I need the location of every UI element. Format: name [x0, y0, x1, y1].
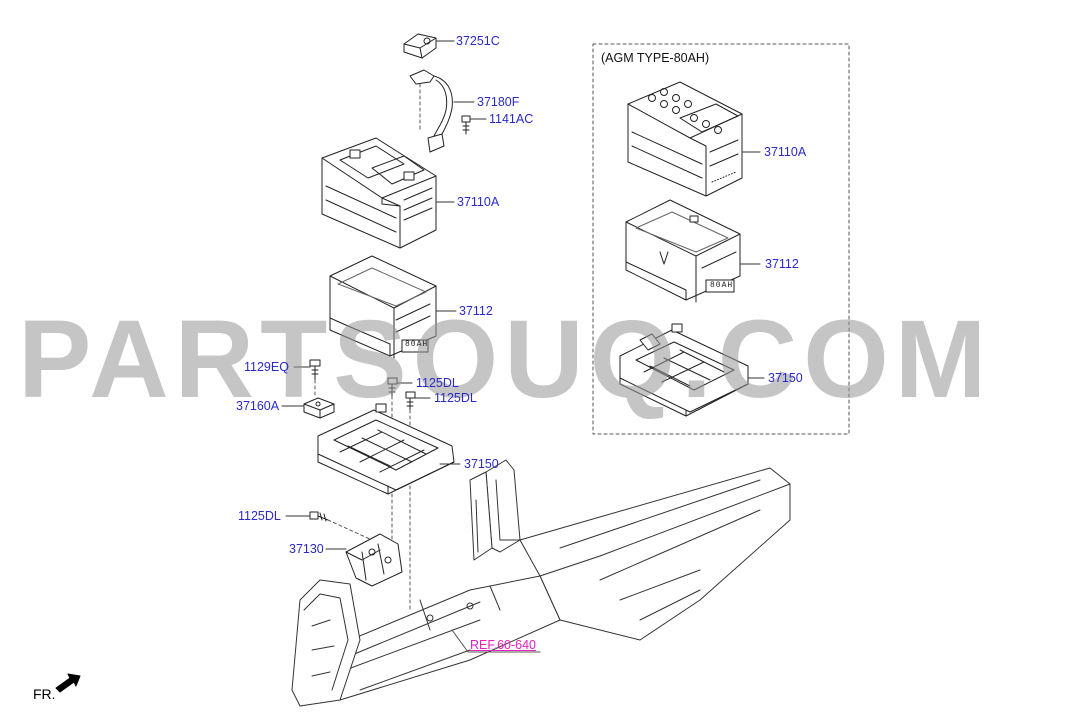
label-37110a-agm[interactable]: 37110A — [764, 145, 807, 159]
bracket-37130-part[interactable] — [345, 533, 403, 587]
bolt-1129eq-part[interactable] — [309, 359, 321, 399]
label-37150-agm[interactable]: 37150 — [768, 371, 803, 385]
label-37180f[interactable]: 37180F — [477, 95, 520, 109]
battery-cable-part[interactable] — [409, 69, 453, 153]
capacity-badge-agm — [705, 279, 735, 293]
battery-tray-main-part[interactable] — [329, 255, 437, 359]
capacity-badge-agm-text: 80AH — [710, 281, 734, 290]
label-37112-agm[interactable]: 37112 — [765, 257, 799, 271]
battery-tray-agm-part[interactable] — [625, 199, 741, 303]
leader-lines — [281, 40, 765, 550]
label-37150-main[interactable]: 37150 — [464, 457, 499, 471]
mounting-tray-agm-part[interactable] — [619, 323, 749, 417]
capacity-badge-main — [401, 339, 429, 353]
agm-group-box — [592, 43, 850, 435]
label-37130[interactable]: 37130 — [289, 542, 324, 556]
front-direction-arrow-icon — [55, 673, 81, 693]
bolt-1125dl-b-part[interactable] — [405, 391, 416, 431]
label-1125dl-b[interactable]: 1125DL — [434, 391, 477, 405]
label-1141ac[interactable]: 1141AC — [489, 112, 534, 126]
label-37112-main[interactable]: 37112 — [459, 304, 493, 318]
battery-agm-part[interactable] — [627, 81, 743, 197]
bracket-37160a-part[interactable] — [303, 397, 335, 419]
agm-group-title: (AGM TYPE-80AH) — [601, 51, 710, 65]
bolt-1141ac-part[interactable] — [461, 115, 471, 135]
label-1129eq[interactable]: 1129EQ — [244, 360, 289, 374]
label-1125dl-c[interactable]: 1125DL — [238, 509, 281, 523]
label-37160a[interactable]: 37160A — [236, 399, 280, 413]
label-37251c[interactable]: 37251C — [456, 34, 500, 48]
vehicle-body-structure — [291, 459, 791, 707]
mounting-tray-main-part[interactable] — [317, 403, 455, 611]
reference-link-60-640[interactable]: REF.60-640 — [470, 638, 537, 652]
bolt-1125dl-c-part[interactable] — [309, 511, 373, 541]
label-1125dl-a[interactable]: 1125DL — [416, 376, 459, 390]
battery-main-part[interactable] — [321, 137, 437, 249]
bolt-1125dl-a-part[interactable] — [387, 377, 398, 421]
capacity-badge-main-text: 80AH — [405, 340, 429, 349]
front-direction-label: FR. — [33, 686, 56, 702]
label-37110a-main[interactable]: 37110A — [457, 195, 500, 209]
terminal-cover-part[interactable] — [403, 33, 437, 59]
